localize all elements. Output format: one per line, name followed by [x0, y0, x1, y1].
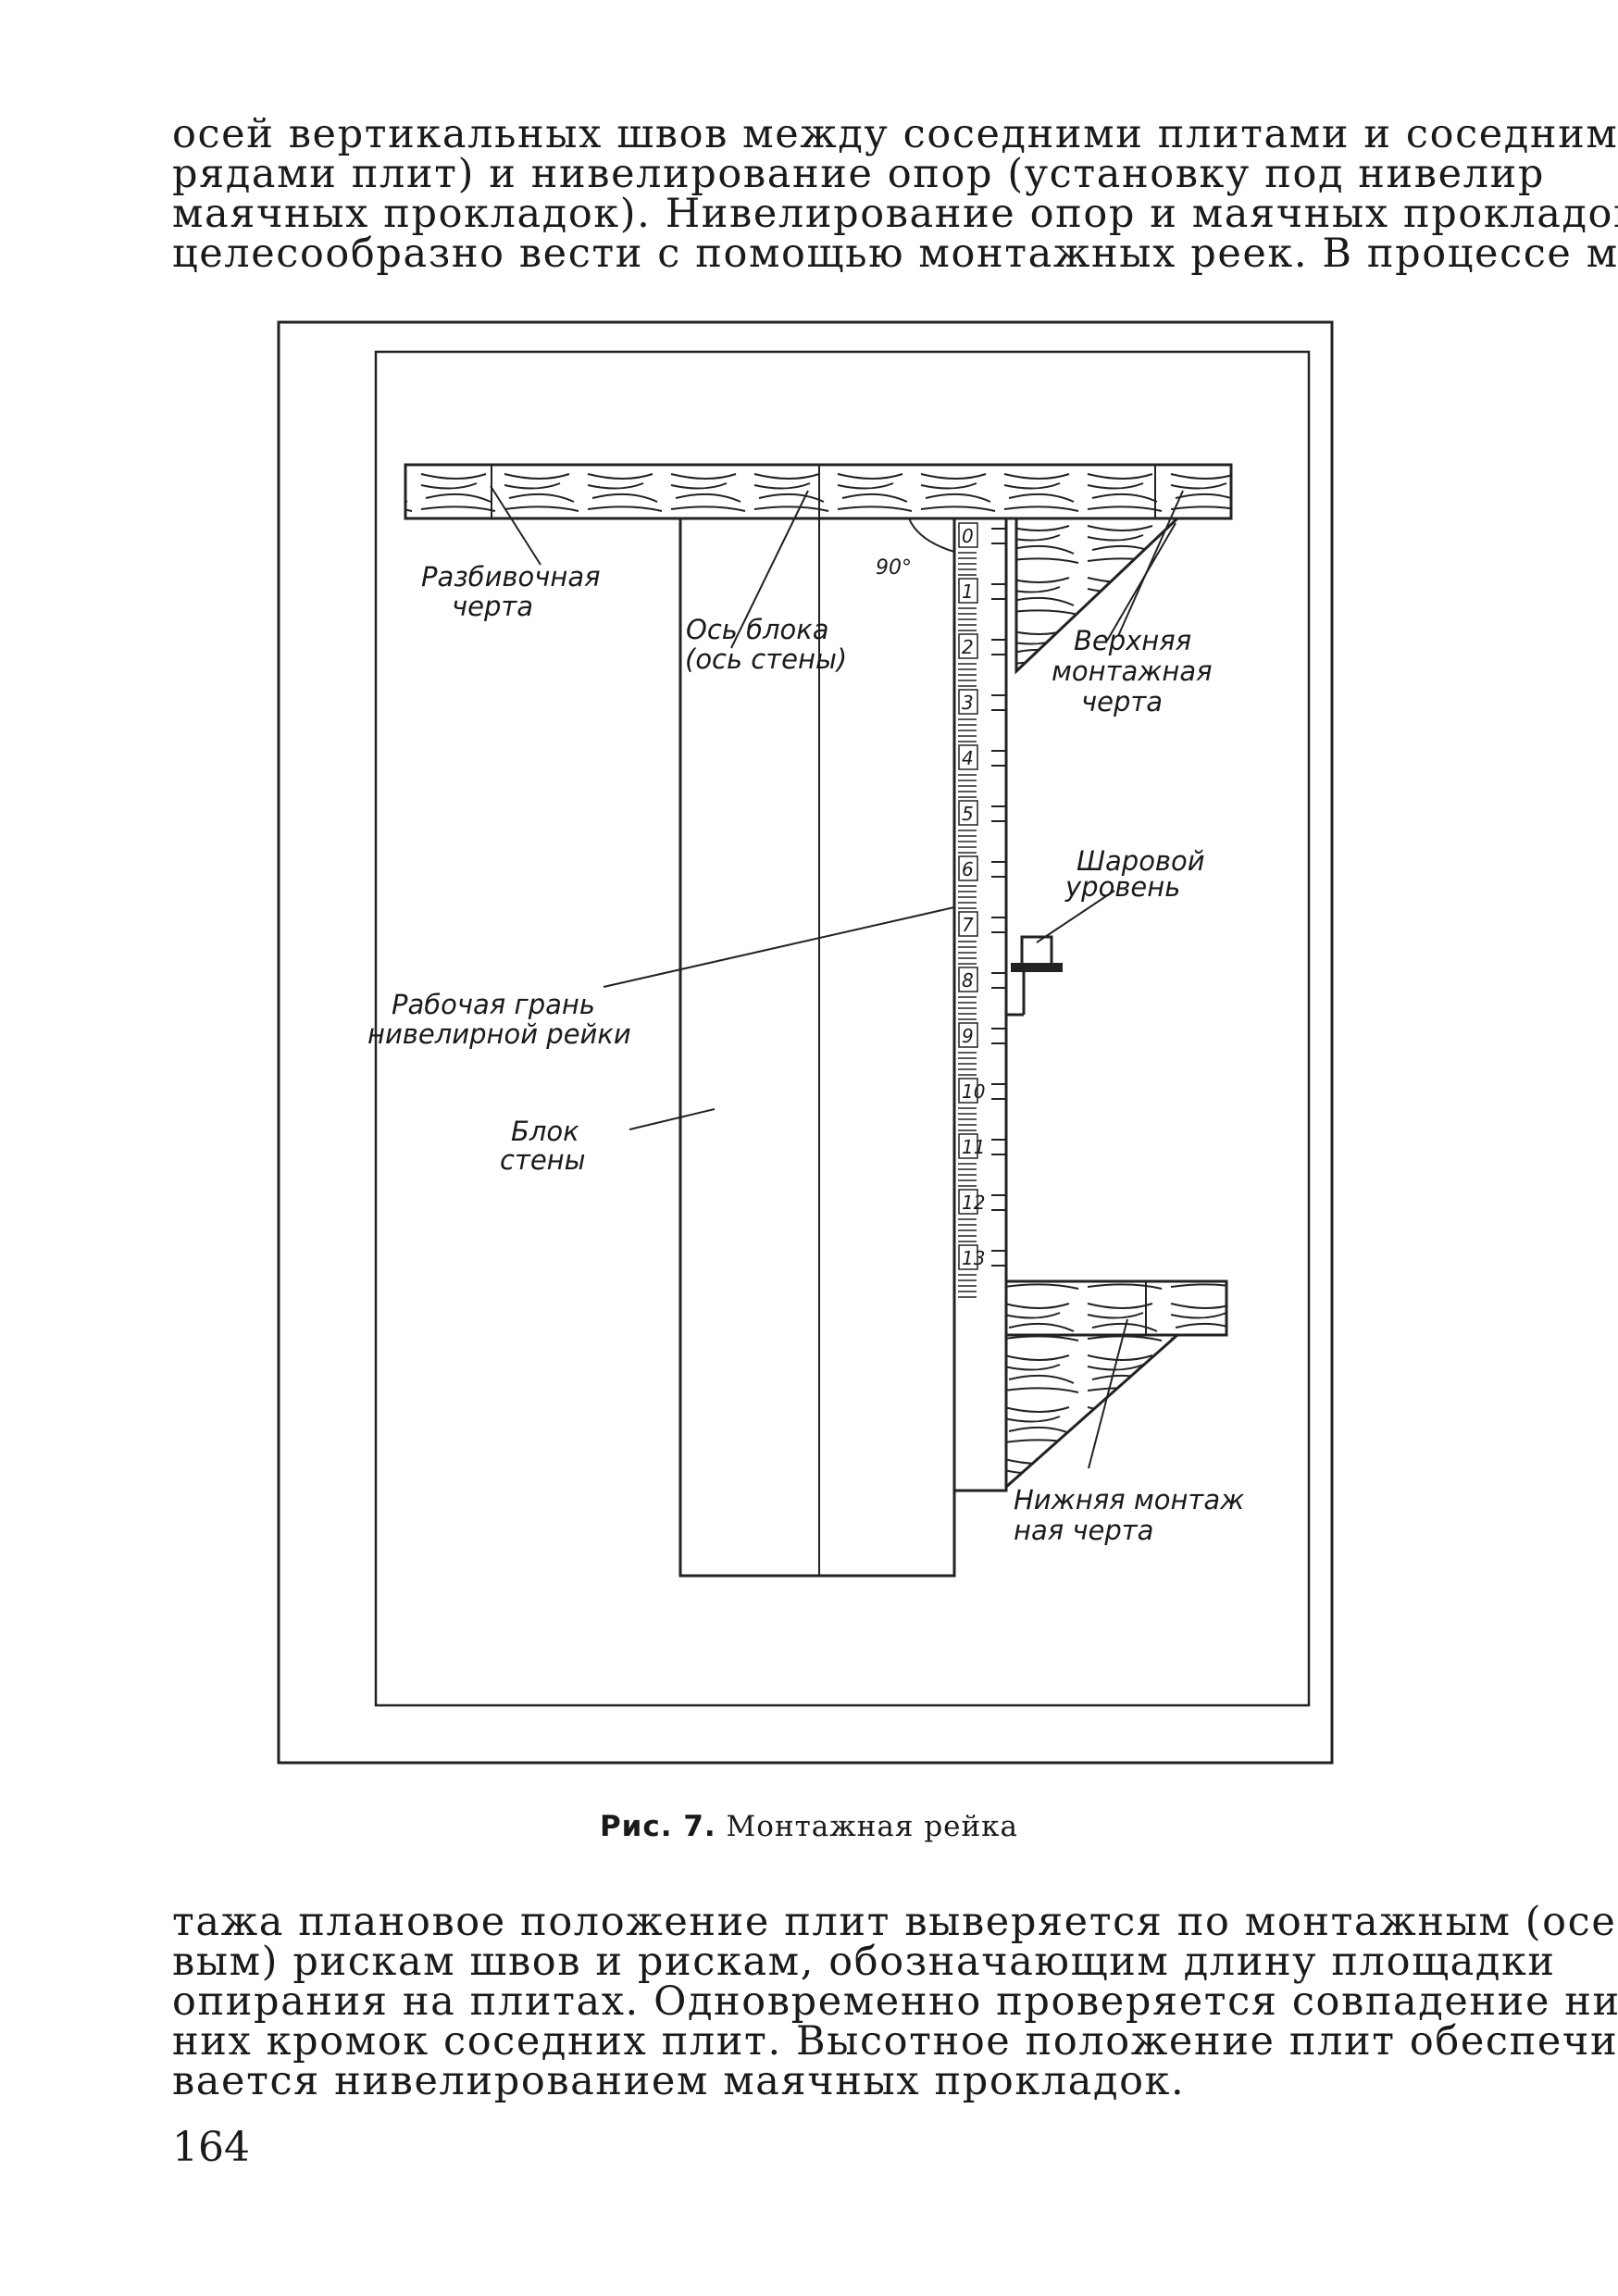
label-nivelirnoy-reyki: нивелирной рейки — [367, 1018, 631, 1050]
scale-box — [958, 744, 978, 770]
scale-number: 0 — [962, 525, 974, 547]
scale-number: 4 — [962, 747, 974, 769]
bottom-paragraph: тажа плановое положение плит выверяется … — [172, 1899, 1618, 2104]
svg-text:Шаровой: Шаровой — [1077, 845, 1205, 877]
scale-box — [958, 522, 978, 548]
label-angle: 90° — [876, 556, 912, 580]
text-line: опирания на плитах. Одновременно проверя… — [172, 1978, 1618, 2025]
scale-number: 9 — [962, 1025, 974, 1047]
label-uroven: уровень — [1064, 871, 1180, 903]
scale-number: 7 — [962, 914, 974, 936]
text-line: целесообразно вести с помощью монтажных … — [172, 231, 1618, 277]
scale-number: 11 — [962, 1136, 985, 1158]
svg-text:Верхняя: Верхняя — [1074, 625, 1191, 656]
lower-beam — [1004, 1279, 1228, 1337]
scale-box — [958, 911, 978, 937]
label-os-bloka: Ось блока — [686, 614, 829, 645]
scale-box — [958, 1022, 978, 1048]
scale-number: 12 — [962, 1192, 985, 1214]
scale-box — [958, 689, 978, 715]
scale-number: 3 — [962, 692, 974, 714]
figure-caption: Рис. 7. Монтажная рейка — [0, 1810, 1618, 1843]
text-line: маячных прокладок). Нивелирование опор и… — [172, 191, 1618, 237]
leader-lines — [490, 485, 1184, 1469]
scale-box — [958, 800, 978, 826]
svg-text:Блок: Блок — [511, 1116, 579, 1147]
svg-text:Ось блока: Ось блока — [686, 614, 829, 645]
text-line: осей вертикальных швов между соседними п… — [172, 111, 1618, 157]
text-line: тажа плановое положение плит выверяется … — [172, 1899, 1618, 1945]
angle-arc — [908, 518, 955, 553]
wall-block — [678, 517, 956, 1578]
svg-text:90°: 90° — [876, 556, 912, 580]
text-line: вается нивелированием маячных прокладок. — [172, 2058, 1186, 2104]
scale-number: 6 — [962, 858, 974, 880]
label-rabochaya-gran: Рабочая грань — [392, 989, 595, 1020]
label-razbivochnaya-2: черта — [452, 591, 533, 622]
scale-number: 8 — [962, 969, 974, 992]
scale-number: 2 — [962, 636, 974, 658]
svg-text:уровень: уровень — [1064, 871, 1180, 903]
svg-text:Разбивочная: Разбивочная — [421, 561, 601, 593]
label-montazhnaya: монтажная — [1052, 655, 1213, 687]
svg-text:черта: черта — [452, 591, 533, 622]
label-cherta-upper: черта — [1081, 686, 1163, 718]
scale-box — [958, 1244, 978, 1270]
label-nizhnyaya-2: ная черта — [1014, 1515, 1153, 1546]
spirit-level — [1020, 935, 1053, 967]
scale-box — [958, 967, 978, 992]
scale-box — [958, 1189, 978, 1215]
text-line: рядами плит) и нивелирование опор (устан… — [172, 151, 1545, 197]
label-verkhnyaya: Верхняя — [1074, 625, 1191, 656]
label-blok: Блок — [511, 1116, 579, 1147]
caption-label: Рис. 7. — [599, 1810, 716, 1843]
label-razbivochnaya: Разбивочная — [421, 561, 601, 593]
svg-text:стены: стены — [500, 1144, 586, 1176]
scale-box — [958, 1078, 978, 1104]
text-line: них кромок соседних плит. Высотное полож… — [172, 2018, 1618, 2065]
svg-text:ная черта: ная черта — [1014, 1515, 1153, 1546]
svg-text:(ось стены): (ось стены) — [685, 643, 847, 675]
scale-box — [958, 578, 978, 604]
svg-text:нивелирной рейки: нивелирной рейки — [367, 1018, 631, 1050]
scale-number: 13 — [962, 1247, 985, 1269]
caption-text: Монтажная рейка — [726, 1810, 1019, 1843]
scale-box — [958, 633, 978, 659]
svg-text:Рабочая грань: Рабочая грань — [392, 989, 595, 1020]
outer-frame — [277, 320, 1334, 1765]
top-paragraph: осей вертикальных швов между соседними п… — [172, 111, 1618, 277]
scale-number: 5 — [962, 803, 974, 825]
scale-number: 10 — [962, 1080, 985, 1103]
svg-text:монтажная: монтажная — [1052, 655, 1213, 687]
scale-number: 1 — [962, 580, 974, 603]
upper-bracket — [1014, 517, 1181, 675]
label-os-steny: (ось стены) — [685, 643, 847, 675]
inner-frame — [374, 350, 1311, 1707]
text-line: вым) рискам швов и рискам, обозначающим … — [172, 1939, 1556, 1985]
svg-text:Нижняя монтаж: Нижняя монтаж — [1014, 1484, 1244, 1516]
scale-box — [958, 855, 978, 881]
lower-bracket — [1004, 1333, 1181, 1491]
label-sharovoy: Шаровой — [1077, 845, 1205, 877]
label-steny: стены — [500, 1144, 586, 1176]
svg-text:черта: черта — [1081, 686, 1163, 718]
label-nizhnyaya: Нижняя монтаж — [1014, 1484, 1244, 1516]
scale-box — [958, 1133, 978, 1159]
page-number: 164 — [172, 2124, 250, 2171]
